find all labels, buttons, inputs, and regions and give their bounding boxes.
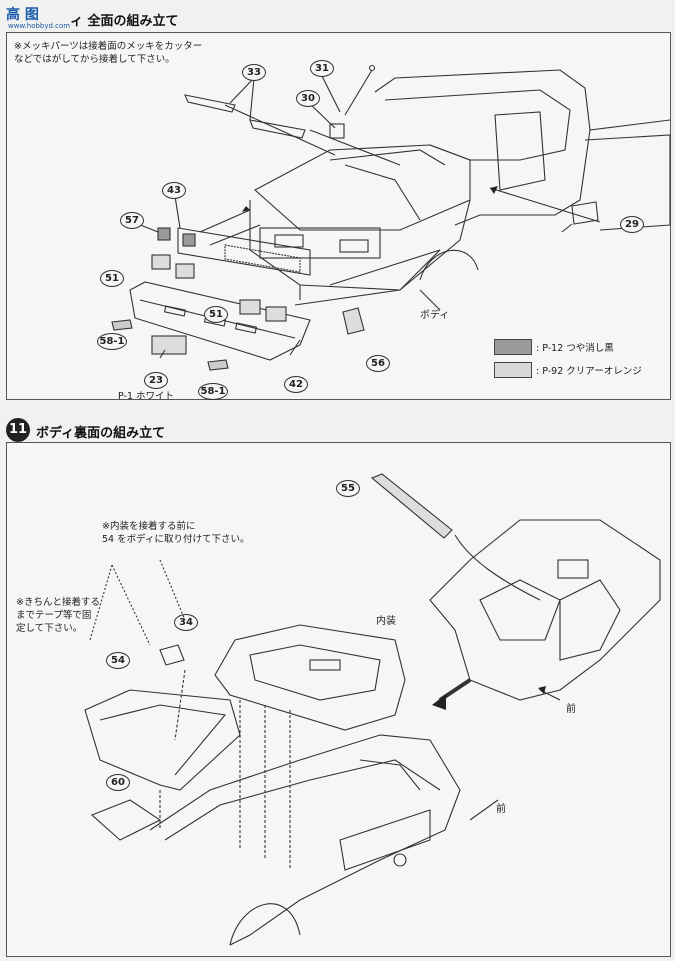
part-58-1-right: 58-1 bbox=[198, 383, 228, 400]
legend-swatch-orange bbox=[494, 362, 532, 378]
part-33: 33 bbox=[242, 64, 266, 81]
part-30: 30 bbox=[296, 90, 320, 107]
watermark-logo: 高 图 bbox=[6, 7, 39, 23]
legend-label-black: : P-12 つや消し黒 bbox=[536, 343, 614, 354]
front-label-upper: 前 bbox=[566, 704, 576, 715]
paint-note-white: P-1 ホワイト bbox=[118, 391, 175, 402]
interior-label: 内装 bbox=[376, 616, 396, 627]
part-57: 57 bbox=[120, 212, 144, 229]
watermark-url: www.hobbyd.com bbox=[8, 22, 71, 30]
body-label: ボディ bbox=[420, 310, 450, 321]
part-56: 56 bbox=[366, 355, 390, 372]
legend-label-orange: : P-92 クリアーオレンジ bbox=[536, 366, 642, 377]
step10-title: ィ 全面の組み立て bbox=[70, 14, 179, 29]
step11-title: ボディ裏面の組み立て bbox=[36, 426, 166, 441]
legend-swatch-black bbox=[494, 339, 532, 355]
step11-note-left: ※きちんと接着する までテープ等で固 定して下さい。 bbox=[16, 597, 100, 634]
part-29: 29 bbox=[620, 216, 644, 233]
part-42: 42 bbox=[284, 376, 308, 393]
part-34: 34 bbox=[174, 614, 198, 631]
part-60: 60 bbox=[106, 774, 130, 791]
part-51-left: 51 bbox=[100, 270, 124, 287]
part-55: 55 bbox=[336, 480, 360, 497]
step11-note-top: ※内装を接着する前に 54 をボディに取り付けて下さい。 bbox=[102, 521, 250, 545]
part-31: 31 bbox=[310, 60, 334, 77]
step10-note: ※メッキパーツは接着面のメッキをカッター などではがしてから接着して下さい。 bbox=[14, 41, 203, 65]
part-58-1-left: 58-1 bbox=[97, 333, 127, 350]
part-51-right: 51 bbox=[204, 306, 228, 323]
part-54: 54 bbox=[106, 652, 130, 669]
front-label-lower: 前 bbox=[496, 804, 506, 815]
part-43: 43 bbox=[162, 182, 186, 199]
part-23: 23 bbox=[144, 372, 168, 389]
step11-number-badge: 11 bbox=[6, 418, 30, 442]
